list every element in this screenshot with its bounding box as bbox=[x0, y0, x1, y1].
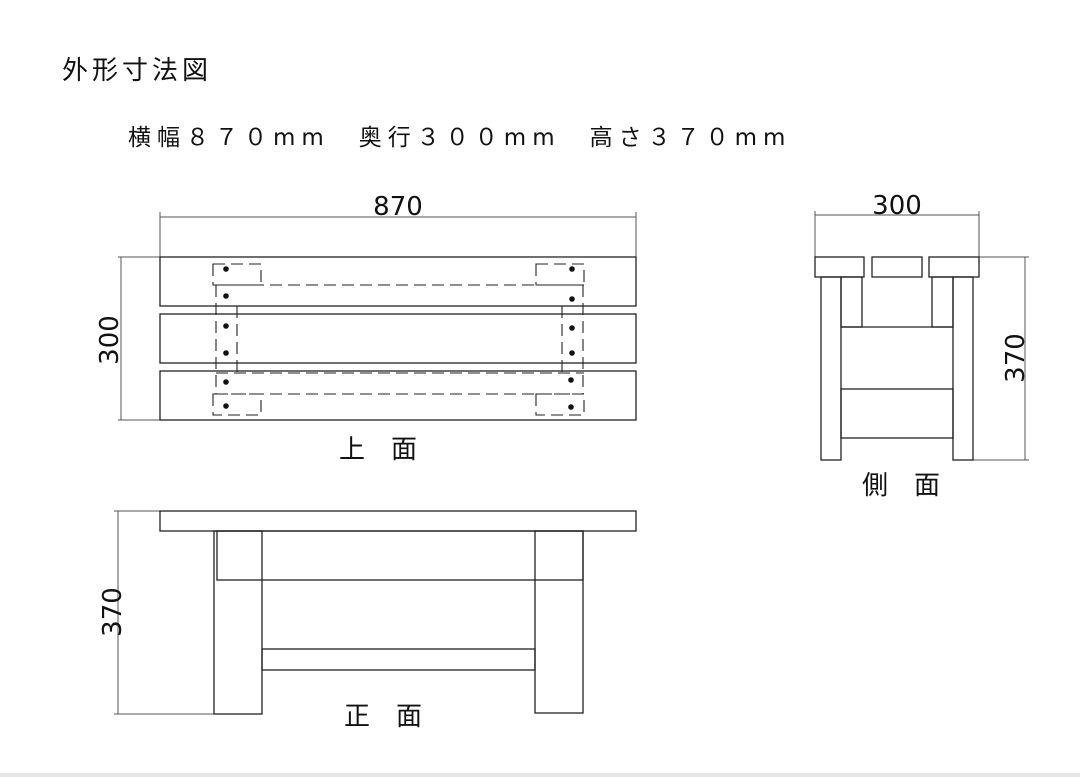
side-width-label: 300 bbox=[872, 191, 922, 221]
dimension-specs: 横幅８７０mm 奥行３００mm 高さ３７０mm bbox=[128, 125, 792, 151]
screw-icon bbox=[568, 404, 574, 410]
front-apron bbox=[216, 530, 584, 581]
footer-bar bbox=[0, 773, 1080, 777]
side-board-3 bbox=[928, 256, 980, 278]
front-leg-right bbox=[534, 530, 584, 714]
screw-icon bbox=[223, 350, 229, 356]
screw-icon bbox=[569, 350, 575, 356]
top-depth-label: 300 bbox=[95, 315, 125, 365]
screw-icon bbox=[223, 379, 229, 385]
front-view: 370 正 面 bbox=[98, 510, 637, 732]
screw-icon bbox=[223, 266, 229, 272]
side-leg-right bbox=[952, 276, 974, 461]
screw-icon bbox=[223, 293, 229, 299]
side-view-label: 側 面 bbox=[862, 471, 940, 501]
top-width-dimension bbox=[159, 212, 637, 257]
screw-icon bbox=[223, 403, 229, 409]
side-rail-end-left bbox=[840, 276, 863, 328]
front-seat bbox=[159, 510, 637, 532]
top-depth-dimension bbox=[118, 256, 160, 421]
side-board-2 bbox=[871, 256, 923, 278]
side-view: 300 370 側 面 bbox=[814, 191, 1031, 501]
screw-icon bbox=[569, 266, 575, 272]
screw-icon bbox=[568, 377, 574, 383]
front-height-label: 370 bbox=[98, 587, 128, 637]
side-height-label: 370 bbox=[1001, 333, 1031, 383]
side-height-dimension bbox=[973, 256, 1029, 461]
screw-dots bbox=[223, 266, 575, 410]
top-width-label: 870 bbox=[373, 192, 423, 222]
side-rail-end-right bbox=[931, 276, 954, 328]
page-title: 外形寸法図 bbox=[62, 56, 213, 86]
side-lower-rail bbox=[840, 388, 954, 439]
screw-icon bbox=[569, 325, 575, 331]
top-view-label: 上 面 bbox=[339, 435, 417, 465]
front-view-label: 正 面 bbox=[344, 702, 422, 732]
top-view: 870 300 bbox=[95, 192, 637, 465]
side-board-1 bbox=[814, 256, 865, 278]
top-board-2 bbox=[159, 313, 637, 364]
side-leg-left bbox=[820, 276, 842, 461]
screw-icon bbox=[569, 296, 575, 302]
front-height-dimension bbox=[114, 510, 214, 715]
front-leg-left bbox=[213, 530, 263, 715]
hidden-lines bbox=[212, 263, 585, 416]
top-board-3 bbox=[159, 370, 637, 421]
front-stretcher bbox=[261, 648, 536, 671]
side-width-dimension bbox=[814, 211, 980, 257]
screw-icon bbox=[223, 323, 229, 329]
